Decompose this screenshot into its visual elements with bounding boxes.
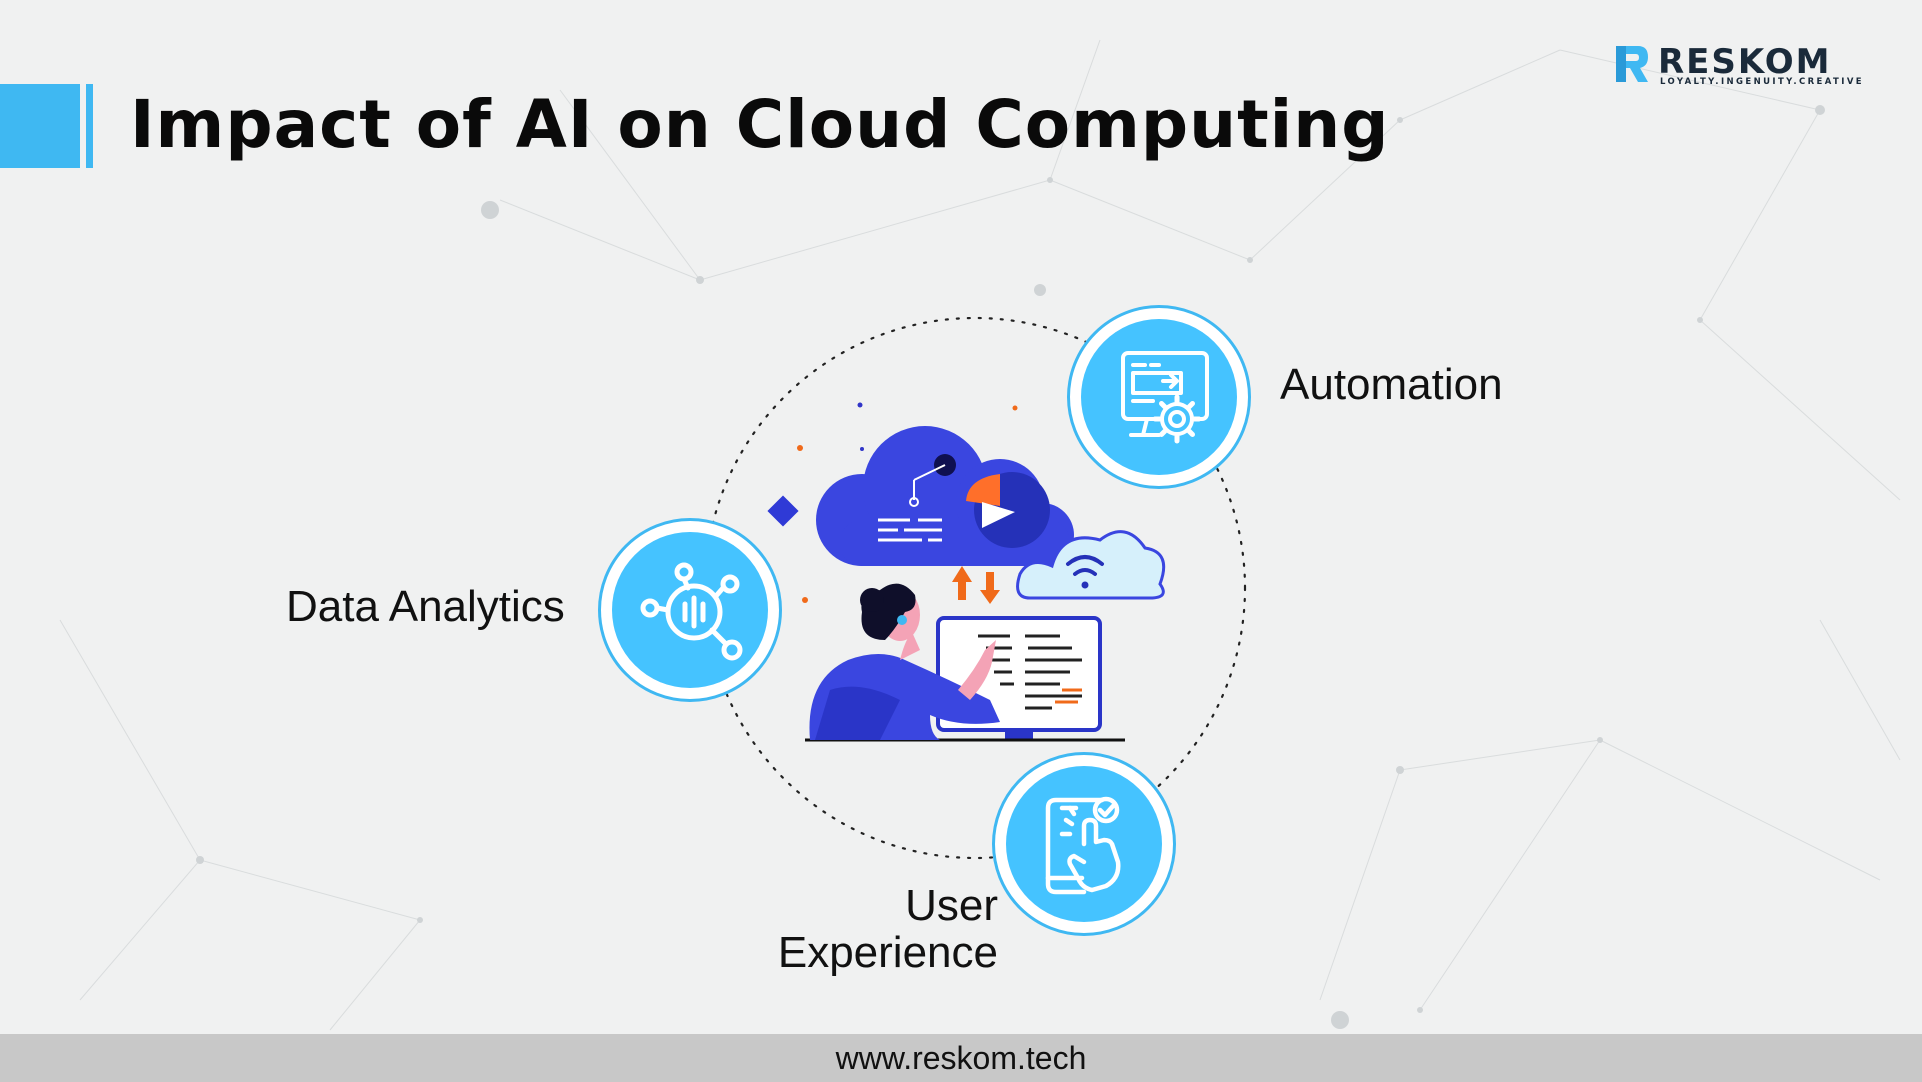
data-analytics-feature-badge	[598, 518, 782, 702]
automation-feature-badge	[1067, 305, 1251, 489]
data-analytics-label: Data Analytics	[286, 582, 565, 631]
monitor-gear-icon	[1121, 351, 1209, 444]
logo-tagline: LOYALTY.INGENUITY.CREATIVE	[1660, 77, 1865, 87]
title-accent-block	[0, 84, 80, 168]
logo-name: RESKOM	[1658, 42, 1832, 82]
analytics-magnifier-icon	[640, 562, 743, 661]
phone-touch-check-icon	[1045, 796, 1121, 895]
reskom-logo: RESKOM LOYALTY.INGENUITY.CREATIVE	[1612, 42, 1882, 88]
automation-label: Automation	[1280, 360, 1503, 409]
footer-bar: www.reskom.tech	[0, 1034, 1922, 1082]
reskom-r-logo-icon	[1616, 46, 1648, 82]
user-experience-label: User Experience	[740, 882, 998, 976]
footer-url[interactable]: www.reskom.tech	[835, 1040, 1087, 1076]
user-experience-feature-badge	[992, 752, 1176, 936]
user-experience-label-line2: Experience	[777, 928, 998, 977]
slide-title: Impact of AI on Cloud Computing	[130, 86, 1390, 163]
user-experience-label-line1: User	[905, 881, 998, 930]
title-accent-line	[86, 84, 93, 168]
